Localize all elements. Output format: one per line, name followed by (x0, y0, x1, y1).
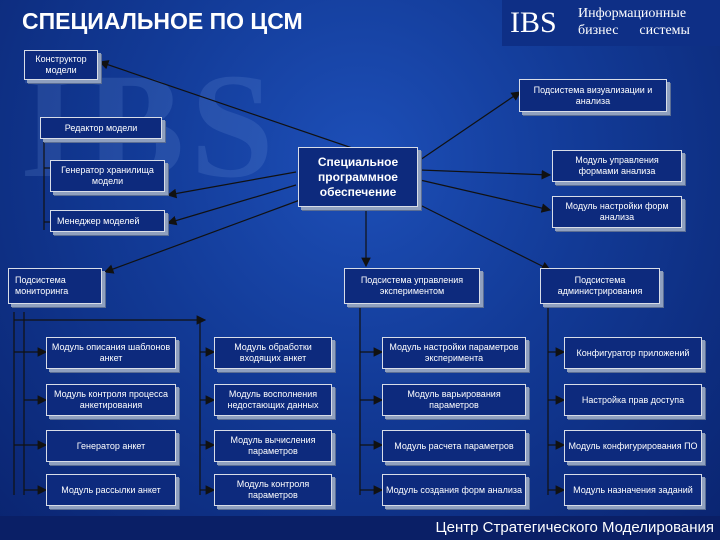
grid-module-c4-r3[interactable]: Модуль конфигурирования ПО (564, 430, 702, 462)
model-manager-box[interactable]: Менеджер моделей (50, 210, 165, 232)
page-title: СПЕЦИАЛЬНОЕ ПО ЦСМ (22, 8, 303, 34)
central-node[interactable]: Специальное программное обеспечение (298, 147, 418, 207)
admin-subsystem-box[interactable]: Подсистема администрирования (540, 268, 660, 304)
grid-module-c2-r3[interactable]: Модуль вычисления параметров (214, 430, 332, 462)
grid-module-c4-r2[interactable]: Настройка прав доступа (564, 384, 702, 416)
grid-module-c1-r3[interactable]: Генератор анкет (46, 430, 176, 462)
generator-store-box[interactable]: Генератор хранилища модели (50, 160, 165, 192)
grid-module-c3-r4[interactable]: Модуль создания форм анализа (382, 474, 526, 506)
grid-module-c3-r2[interactable]: Модуль варьирования параметров (382, 384, 526, 416)
experiment-subsystem-box[interactable]: Подсистема управления экспериментом (344, 268, 480, 304)
logo-subtitle: Информационные бизнес системы (578, 5, 718, 39)
grid-module-c1-r1[interactable]: Модуль описания шаблонов анкет (46, 337, 176, 369)
constructor-box[interactable]: Конструктор модели (24, 50, 98, 80)
grid-module-c3-r1[interactable]: Модуль настройки параметров эксперимента (382, 337, 526, 369)
monitoring-subsystem-box[interactable]: Подсистема мониторинга (8, 268, 102, 304)
footer-bar (0, 516, 720, 540)
grid-module-c2-r1[interactable]: Модуль обработки входящих анкет (214, 337, 332, 369)
grid-module-c4-r1[interactable]: Конфигуратор приложений (564, 337, 702, 369)
grid-module-c2-r4[interactable]: Модуль контроля параметров (214, 474, 332, 506)
grid-module-c1-r2[interactable]: Модуль контроля процесса анкетирования (46, 384, 176, 416)
grid-module-c2-r2[interactable]: Модуль восполнения недостающих данных (214, 384, 332, 416)
model-editor-box[interactable]: Редактор модели (40, 117, 162, 139)
grid-module-c1-r4[interactable]: Модуль рассылки анкет (46, 474, 176, 506)
ibs-logo: IBS (510, 6, 557, 39)
grid-module-c3-r3[interactable]: Модуль расчета параметров (382, 430, 526, 462)
footer-text: Центр Стратегического Моделирования (435, 519, 714, 536)
forms-management-box[interactable]: Модуль управления формами анализа (552, 150, 682, 182)
logo-subtitle-line1: Информационные (578, 6, 687, 21)
visualization-subsystem-box[interactable]: Подсистема визуализации и анализа (519, 79, 667, 112)
grid-module-c4-r4[interactable]: Модуль назначения заданий (564, 474, 702, 506)
logo-panel (502, 0, 720, 46)
logo-subtitle-line2: бизнес системы (578, 23, 690, 38)
forms-settings-box[interactable]: Модуль настройки форм анализа (552, 196, 682, 228)
